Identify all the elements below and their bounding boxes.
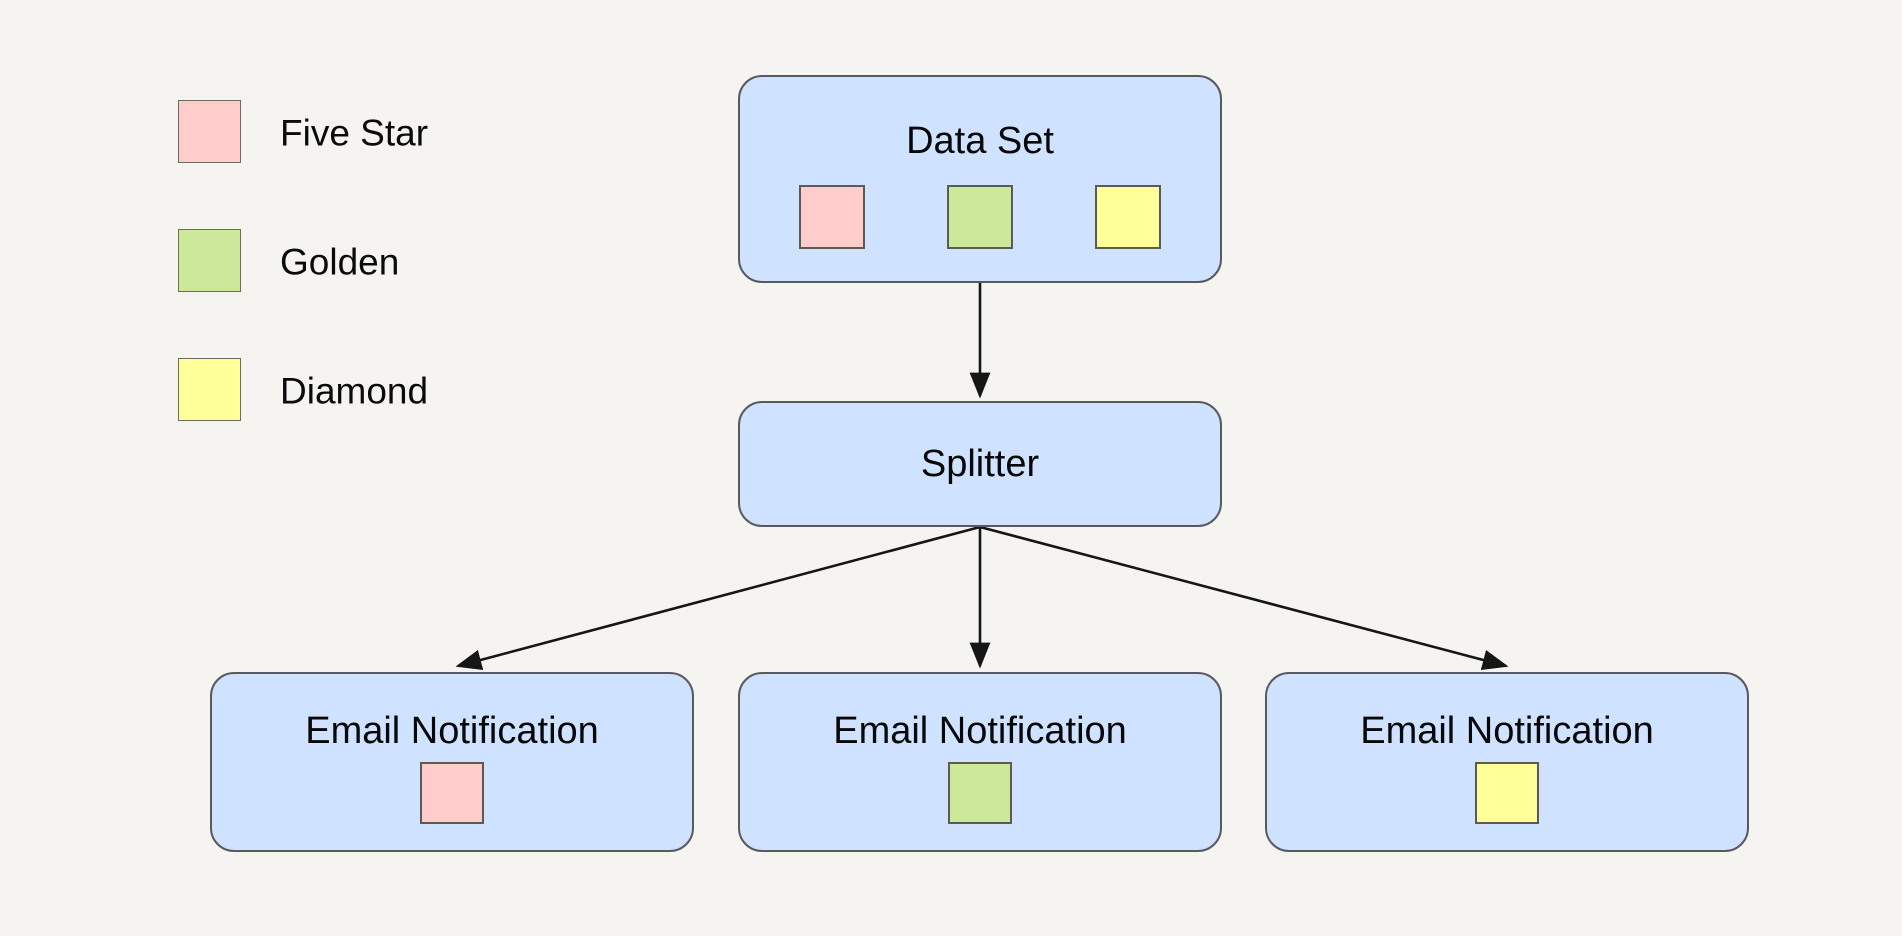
legend-item-five-star: Five Star <box>178 100 598 165</box>
node-email-notification-diamond[interactable]: Email Notification <box>1265 672 1749 852</box>
golden-swatch <box>178 229 241 292</box>
node-splitter-title: Splitter <box>920 443 1040 485</box>
legend-label-golden: Golden <box>280 241 400 282</box>
legend-item-golden: Golden <box>178 229 598 294</box>
email-chip-row <box>948 762 1012 824</box>
data-set-chip-diamond <box>1095 185 1161 249</box>
email-chip-row <box>420 762 484 824</box>
node-email-notification-title: Email Notification <box>833 710 1127 752</box>
node-email-notification-title: Email Notification <box>305 710 599 752</box>
legend-label-diamond: Diamond <box>280 370 429 411</box>
data-set-chip-golden <box>947 185 1013 249</box>
node-data-set-title: Data Set <box>906 120 1054 162</box>
edge-splitter-to-email-1 <box>455 525 981 671</box>
node-splitter[interactable]: Splitter <box>738 401 1222 527</box>
legend-label-five-star: Five Star <box>280 112 429 153</box>
edge-splitter-to-email-3 <box>979 525 1509 671</box>
node-data-set[interactable]: Data Set <box>738 75 1222 283</box>
email-chip-five-star <box>420 762 484 824</box>
data-set-chip-five-star <box>799 185 865 249</box>
email-chip-diamond <box>1475 762 1539 824</box>
legend-item-diamond: Diamond <box>178 358 598 423</box>
email-chip-golden <box>948 762 1012 824</box>
node-email-notification-golden[interactable]: Email Notification <box>738 672 1222 852</box>
diamond-swatch <box>178 358 241 421</box>
node-email-notification-five-star[interactable]: Email Notification <box>210 672 694 852</box>
email-chip-row <box>1475 762 1539 824</box>
five-star-swatch <box>178 100 241 163</box>
legend: Five Star Golden Diamond <box>178 100 598 487</box>
data-set-chip-row <box>740 185 1220 249</box>
node-email-notification-title: Email Notification <box>1360 710 1654 752</box>
